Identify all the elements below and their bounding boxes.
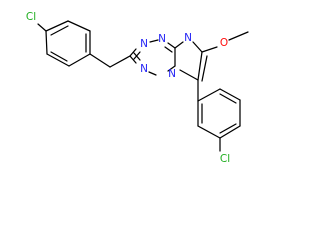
bond (46, 53, 70, 67)
nitrogen-atom-label: N (140, 63, 148, 75)
bond (37, 23, 47, 32)
bond (167, 65, 176, 72)
bond (219, 123, 237, 134)
bond-layer (37, 20, 249, 152)
oxygen-atom-label: O (220, 37, 228, 49)
bond (148, 71, 157, 76)
bond (192, 41, 203, 53)
chlorine-atom-label: Cl (220, 153, 230, 165)
bond (219, 88, 241, 101)
bond (167, 42, 176, 49)
bond (67, 20, 91, 32)
bond (164, 46, 173, 53)
bond (149, 39, 159, 43)
bond (89, 53, 111, 68)
molecule-canvas: Cl N N N O N N Cl (26, 11, 249, 165)
nitrogen-atom-label: N (168, 68, 176, 80)
bond (201, 55, 208, 82)
bond (219, 93, 237, 104)
bond (133, 51, 141, 60)
bond (228, 31, 249, 41)
bond (174, 41, 184, 49)
chlorine-atom-label: Cl (26, 11, 36, 23)
bond (179, 69, 199, 81)
nitrogen-atom-label: N (184, 32, 192, 44)
nitrogen-atom-label: N (158, 33, 166, 45)
atom-label-layer: Cl N N N O N N Cl (26, 11, 230, 165)
bond (50, 25, 69, 36)
bond (45, 20, 69, 32)
bond (129, 48, 137, 57)
bond (129, 55, 137, 64)
bond (197, 88, 221, 102)
bond (68, 53, 91, 67)
bond (45, 30, 48, 55)
bond (197, 51, 203, 81)
bond (219, 125, 241, 139)
bond (201, 46, 218, 53)
bond (50, 51, 68, 62)
bond (133, 52, 141, 61)
bond (109, 55, 131, 68)
nitrogen-atom-label: N (140, 38, 148, 50)
bond (197, 125, 221, 139)
